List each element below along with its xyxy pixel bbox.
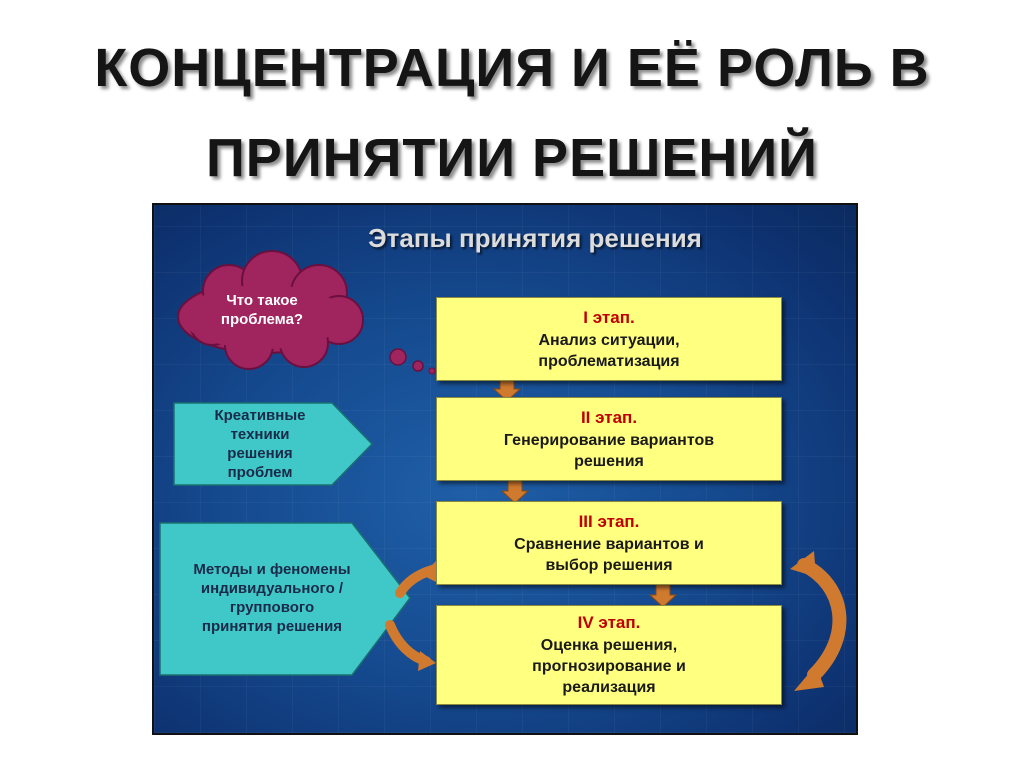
methods-line: индивидуального /: [200, 580, 344, 597]
cloud-text-line2: проблема?: [220, 311, 304, 328]
stage-box-1: I этап. Анализ ситуации, проблематизация: [436, 297, 782, 381]
stage-4-line: Оценка решения,: [540, 637, 678, 654]
methods-line: принятия решения: [201, 618, 343, 635]
stage-2-line: решения: [574, 452, 644, 470]
page-title-line2: ПРИНЯТИИ РЕШЕНИЙ: [205, 128, 818, 188]
cloud-text-line1: Что такое: [226, 292, 298, 309]
stage-3-heading: III этап.: [578, 511, 640, 531]
methods-line: Методы и феномены: [193, 561, 351, 578]
page-title-line1: КОНЦЕНТРАЦИЯ И ЕЁ РОЛЬ В: [94, 38, 930, 98]
arrow-down-3-4: [648, 582, 678, 608]
stage-3-line: Сравнение вариантов и: [514, 535, 704, 553]
arrow-down-2-3: [500, 478, 530, 504]
stage-4-heading: IV этап.: [577, 613, 641, 632]
creative-line: решения: [227, 445, 293, 462]
curved-arrow-left-top: [395, 561, 438, 598]
stage-1-line: проблематизация: [538, 352, 680, 370]
creative-line: техники: [230, 426, 290, 443]
methods-text: Методы и феномены индивидуального / груп…: [162, 560, 382, 636]
thought-cloud: [177, 250, 436, 375]
methods-shape: [159, 522, 411, 676]
stage-box-4: IV этап. Оценка решения, прогнозирование…: [436, 605, 782, 705]
methods-line: группового: [229, 599, 315, 616]
cloud-bubble-small: [428, 367, 436, 375]
curved-arrow-left-bottom: [385, 620, 436, 671]
stage-2-line: Генерирование вариантов: [503, 431, 715, 449]
cloud-text: Что такое проблема?: [202, 291, 322, 329]
diagram-shapes: [159, 250, 847, 691]
creative-line: проблем: [227, 464, 293, 481]
stage-4-line: реализация: [562, 679, 656, 696]
creative-techniques-shape: [173, 402, 374, 486]
stage-2-heading: II этап.: [580, 407, 638, 427]
diagram-panel: Этапы принятия решения Что такое проблем…: [152, 203, 858, 735]
stage-1-heading: I этап.: [583, 307, 635, 327]
stage-4-line: прогнозирование и: [532, 658, 686, 675]
creative-techniques-text: Креативные техники решения проблем: [180, 406, 340, 482]
creative-line: Креативные: [214, 407, 306, 424]
stage-1-line: Анализ ситуации,: [538, 331, 680, 349]
cloud-bubble-medium: [412, 360, 424, 372]
stage-box-2: II этап. Генерирование вариантов решения: [436, 397, 782, 481]
stage-box-3: III этап. Сравнение вариантов и выбор ре…: [436, 501, 782, 585]
cloud-bubble-large: [389, 348, 407, 366]
stage-3-line: выбор решения: [545, 556, 673, 574]
curved-arrow-cycle-right: [790, 551, 847, 691]
diagram-subtitle: Этапы принятия решения: [368, 223, 702, 253]
